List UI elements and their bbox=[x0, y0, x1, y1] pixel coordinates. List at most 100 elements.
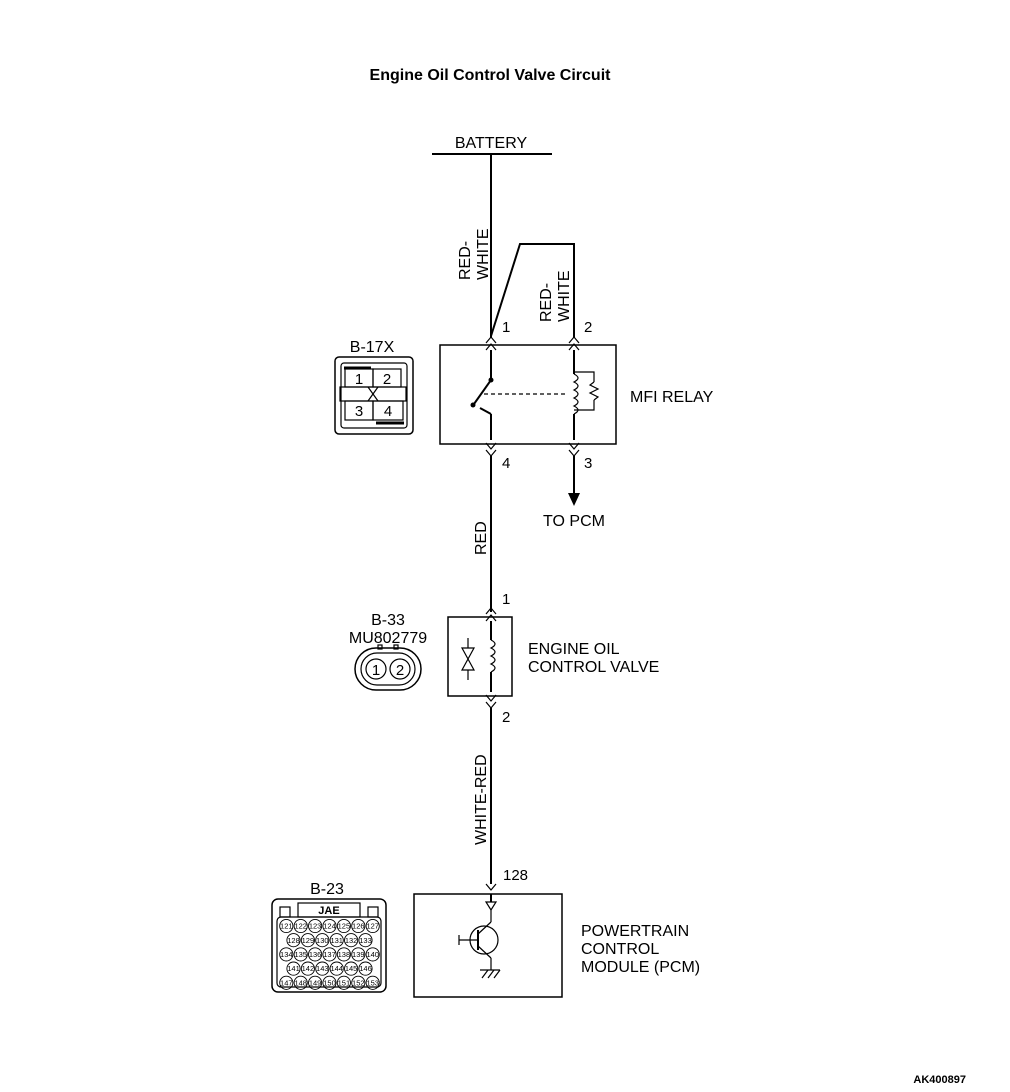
relay-pin-1: 1 bbox=[502, 319, 510, 336]
wire-label-red-white-1a: RED- bbox=[457, 241, 474, 280]
diagram-title: Engine Oil Control Valve Circuit bbox=[370, 67, 612, 84]
pcm-input-arrow-icon bbox=[484, 901, 498, 912]
pcm-label-line3: MODULE (PCM) bbox=[581, 959, 700, 976]
valve-pin-2: 2 bbox=[502, 709, 510, 726]
connector-b23 bbox=[271, 898, 387, 993]
b23-pin-cell bbox=[279, 918, 294, 934]
wire-label-white-red: WHITE-RED bbox=[473, 754, 490, 845]
relay-resistor-frame-bot bbox=[574, 400, 595, 411]
b23-pin-cell bbox=[344, 961, 359, 976]
connector-b23-id: B-23 bbox=[310, 881, 344, 898]
b23-pin-label: 147 bbox=[280, 978, 293, 987]
b23-pin-cell bbox=[336, 975, 351, 990]
b23-pin-cell bbox=[365, 947, 380, 962]
valve-chevron-2-top bbox=[485, 694, 497, 702]
b23-pin-label: 138 bbox=[338, 950, 351, 959]
b23-pin-label: 143 bbox=[316, 964, 329, 973]
relay-switch-out-stub bbox=[479, 407, 492, 415]
b23-pin-label: 139 bbox=[352, 950, 365, 959]
relay-switch-arm bbox=[473, 379, 492, 405]
b23-pin-label: 137 bbox=[323, 950, 336, 959]
ground-icon bbox=[481, 969, 501, 979]
b23-pin-cell bbox=[308, 975, 323, 990]
pcm-pin-128: 128 bbox=[503, 867, 528, 884]
b23-pin-label: 152 bbox=[352, 978, 365, 987]
relay-pin-4: 4 bbox=[502, 455, 510, 472]
pcm-chevron bbox=[485, 883, 497, 891]
b23-pin-label: 127 bbox=[366, 922, 379, 931]
b23-pin-label: 124 bbox=[323, 922, 336, 931]
b23-pin-label: 135 bbox=[294, 950, 307, 959]
relay-pin-2: 2 bbox=[584, 319, 592, 336]
b23-pin-cell bbox=[286, 961, 301, 976]
battery-label: BATTERY bbox=[455, 135, 528, 152]
relay-chevron-4-bot bbox=[485, 449, 497, 457]
b23-pin-cell bbox=[351, 947, 366, 962]
relay-coil-icon bbox=[572, 373, 579, 415]
b23-pin-cell bbox=[293, 947, 308, 962]
b23-pin-cell bbox=[279, 975, 294, 990]
connector-b23-label: JAE bbox=[318, 905, 339, 917]
relay-chevron-2-top bbox=[568, 336, 580, 344]
relay-resistor-frame bbox=[574, 371, 595, 382]
valve-chevron-1-top bbox=[485, 607, 497, 615]
b23-pin-cell bbox=[315, 933, 330, 948]
connector-b33-id: B-33 bbox=[371, 612, 405, 629]
relay-chevron-4-top bbox=[485, 442, 497, 450]
relay-chevron-1-top bbox=[485, 336, 497, 344]
valve-symbol-icon bbox=[460, 647, 476, 671]
relay-chevron-1-bot bbox=[485, 343, 497, 351]
valve-coil-icon bbox=[489, 639, 496, 673]
b23-pin-cell bbox=[315, 961, 330, 976]
b23-pin-cell bbox=[293, 975, 308, 990]
b23-pin-label: 136 bbox=[309, 950, 322, 959]
b23-pin-cell bbox=[344, 933, 359, 948]
b23-pin-label: 130 bbox=[316, 936, 329, 945]
b23-pin-cell bbox=[351, 975, 366, 990]
relay-chevron-3-top bbox=[568, 442, 580, 450]
b23-pin-label: 150 bbox=[323, 978, 336, 987]
b23-pin-cell bbox=[322, 947, 337, 962]
b23-pin-label: 129 bbox=[302, 936, 315, 945]
b23-pin-label: 131 bbox=[330, 936, 343, 945]
mfi-relay-label: MFI RELAY bbox=[630, 389, 714, 406]
b23-pin-label: 134 bbox=[280, 950, 293, 959]
b23-pin-label: 142 bbox=[302, 964, 315, 973]
b23-pin-cell bbox=[336, 947, 351, 962]
b23-pin-cell bbox=[300, 933, 315, 948]
b23-pin-label: 153 bbox=[366, 978, 379, 987]
connector-b17x-id: B-17X bbox=[350, 339, 395, 356]
b23-pin-cell bbox=[308, 947, 323, 962]
pcm-transistor-collector bbox=[477, 921, 492, 935]
b23-pin-label: 144 bbox=[330, 964, 343, 973]
b23-pin-label: 123 bbox=[309, 922, 322, 931]
b23-pin-cell bbox=[329, 933, 344, 948]
b23-pin-label: 151 bbox=[338, 978, 351, 987]
connector-b33-pin-1: 1 bbox=[372, 662, 380, 679]
wire-label-red-white-2a: RED- bbox=[538, 283, 555, 322]
pcm-label-line1: POWERTRAIN bbox=[581, 923, 689, 940]
b23-pin-cell bbox=[293, 918, 308, 934]
relay-chevron-3-bot bbox=[568, 449, 580, 457]
connector-b33-part: MU802779 bbox=[349, 630, 427, 647]
to-pcm-arrow-icon bbox=[568, 493, 580, 506]
wire-label-red-white-1b: WHITE bbox=[475, 228, 492, 280]
valve-label-line2: CONTROL VALVE bbox=[528, 659, 659, 676]
wire-label-red: RED bbox=[473, 521, 490, 555]
b23-pin-cell bbox=[336, 918, 351, 934]
mfi-relay-box bbox=[439, 344, 617, 445]
valve-pin-1: 1 bbox=[502, 591, 510, 608]
pcm-box bbox=[413, 893, 563, 998]
valve-chevron-2-bot bbox=[485, 701, 497, 709]
b23-pin-label: 141 bbox=[287, 964, 300, 973]
connector-b17x-pin-4: 4 bbox=[384, 403, 392, 420]
b23-pin-label: 126 bbox=[352, 922, 365, 931]
b23-pin-label: 122 bbox=[294, 922, 307, 931]
connector-b17x bbox=[334, 356, 414, 435]
b23-pin-label: 149 bbox=[309, 978, 322, 987]
pcm-label-line2: CONTROL bbox=[581, 941, 659, 958]
connector-b17x-pin-2: 2 bbox=[383, 371, 391, 388]
b23-pin-label: 132 bbox=[345, 936, 358, 945]
b23-pin-cell bbox=[279, 947, 294, 962]
engine-oil-control-valve-box bbox=[447, 616, 513, 697]
